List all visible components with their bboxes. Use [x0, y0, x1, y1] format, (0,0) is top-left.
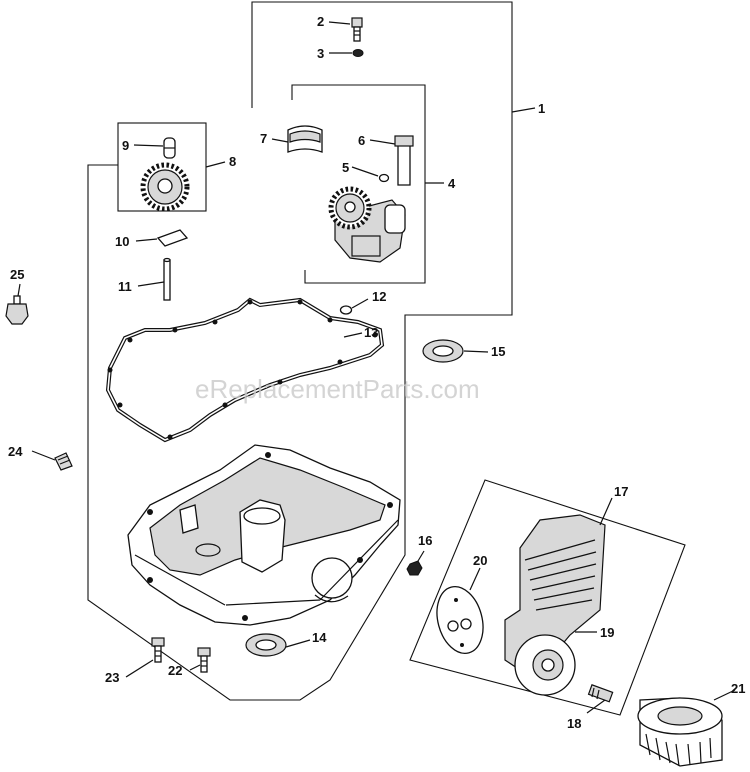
callout-6: 6	[358, 133, 365, 148]
o-ring-part-5	[378, 173, 390, 183]
callout-9: 9	[122, 138, 129, 153]
callout-21: 21	[731, 681, 745, 696]
washer-part-3	[352, 49, 364, 57]
callout-10: 10	[115, 234, 129, 249]
callout-3: 3	[317, 46, 324, 61]
callout-7: 7	[260, 131, 267, 146]
screw-part-22	[197, 647, 211, 673]
sensor-part-25	[5, 295, 29, 325]
fitting-part-24	[54, 452, 73, 471]
callout-12: 12	[372, 289, 386, 304]
frame-oil-pump-4	[291, 84, 426, 284]
callout-18: 18	[567, 716, 581, 731]
frame-assembly-1	[87, 1, 513, 701]
watermark: eReplacementParts.com	[195, 374, 480, 404]
oil-pump-part-4	[328, 186, 406, 263]
gasket-part-13	[105, 297, 385, 443]
callout-22: 22	[168, 663, 182, 678]
callouts: 1 2 3 4 5 6 7 8 9 10 11 12 13 14 15 16 1…	[8, 14, 745, 731]
callout-2: 2	[317, 14, 324, 29]
nut-part-16	[406, 560, 423, 576]
nipple-part-18	[587, 684, 614, 703]
pickup-tube-part-6	[394, 135, 414, 186]
callout-5: 5	[342, 160, 349, 175]
oil-filter-part-21	[637, 697, 723, 767]
callout-16: 16	[418, 533, 432, 548]
callout-19: 19	[600, 625, 614, 640]
oil-seal-part-14	[245, 633, 287, 657]
leader-lines	[17, 21, 736, 714]
callout-4: 4	[448, 176, 456, 191]
oil-seal-part-15	[422, 339, 464, 363]
washer-part-10	[156, 229, 189, 247]
pin-part-9	[163, 137, 176, 159]
callout-8: 8	[229, 154, 236, 169]
callout-1: 1	[538, 101, 545, 116]
shaft-part-11	[163, 257, 171, 301]
screw-part-23	[151, 637, 165, 663]
ring-part-12	[339, 305, 353, 315]
callout-14: 14	[312, 630, 327, 645]
frame-oil-cooler-17	[409, 479, 686, 716]
closure-plate	[127, 444, 401, 626]
callout-17: 17	[614, 484, 628, 499]
callout-13: 13	[364, 325, 378, 340]
callout-15: 15	[491, 344, 505, 359]
oil-cooler-part-19	[504, 514, 606, 696]
bearing-part-7	[287, 125, 323, 153]
callout-23: 23	[105, 670, 119, 685]
callout-24: 24	[8, 444, 23, 459]
gasket-part-20	[436, 586, 484, 654]
plug-part-2	[351, 17, 363, 42]
gear-part-8	[140, 162, 190, 212]
callout-25: 25	[10, 267, 24, 282]
callout-20: 20	[473, 553, 487, 568]
callout-11: 11	[118, 279, 132, 294]
